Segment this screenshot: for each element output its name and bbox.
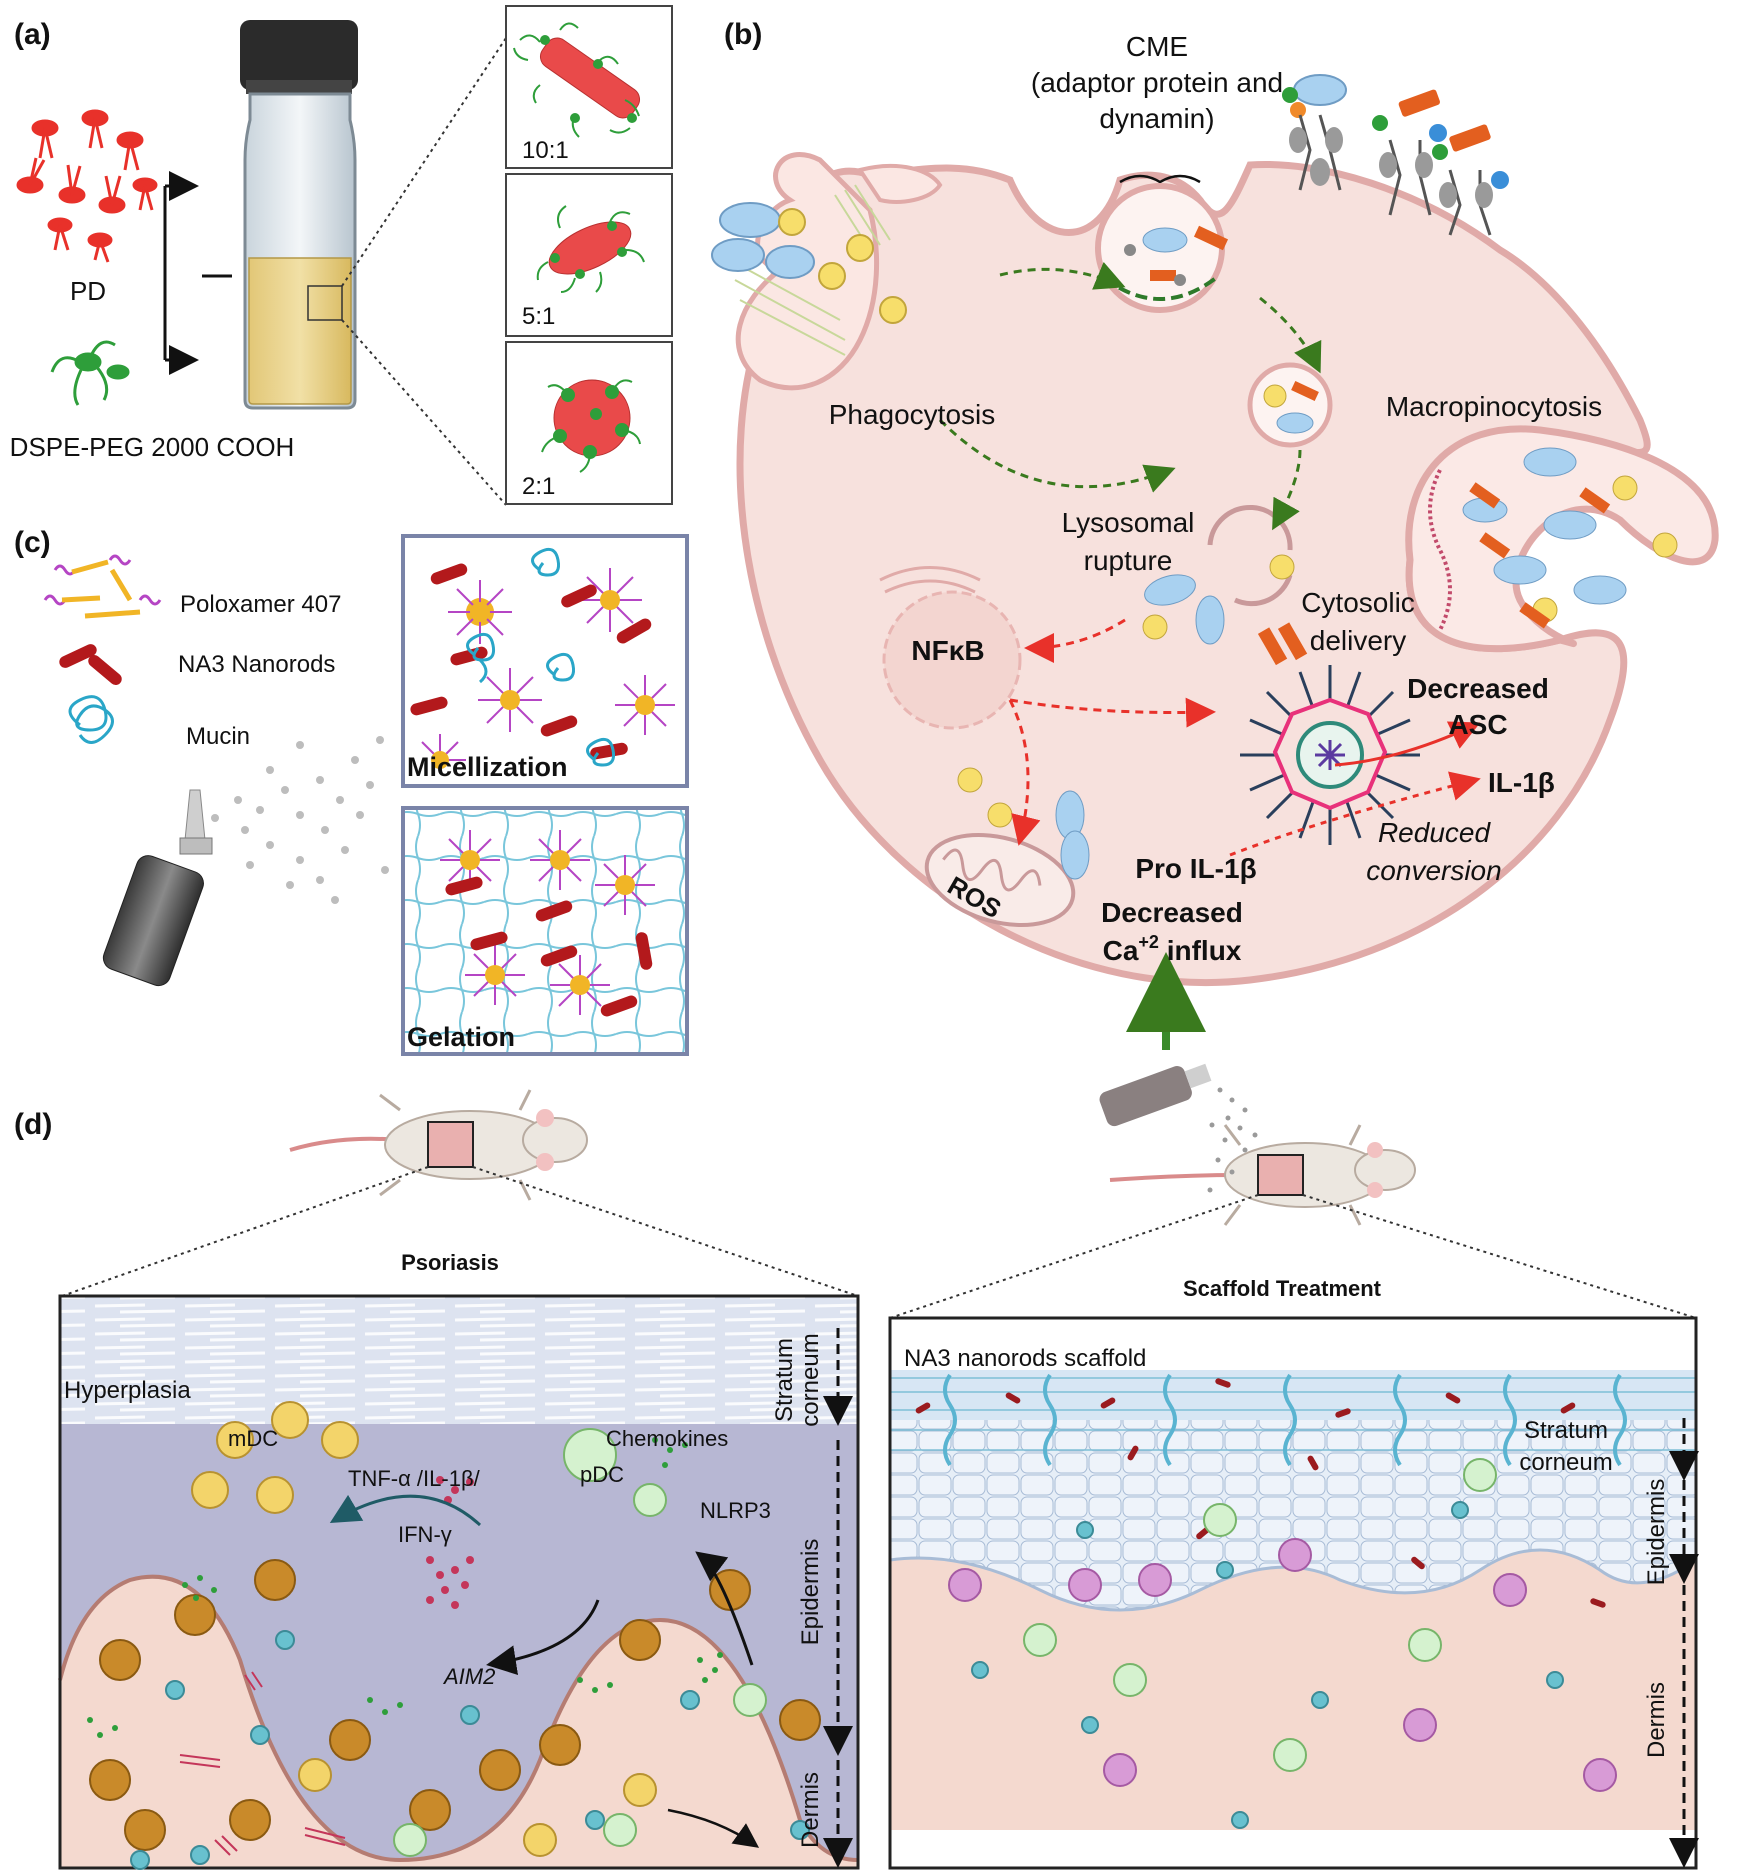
mdc-label: mDC [228,1426,278,1451]
cytosolic-label-line2: delivery [1310,625,1406,656]
ps-stratum-line1: Stratum [771,1338,798,1422]
nfkb-label: NFκB [911,635,984,666]
pd-label: PD [70,276,106,306]
decreased-asc-line2: ASC [1448,709,1507,740]
ps-stratum-line2: corneum [797,1333,824,1426]
ca-superscript: +2 [1138,932,1159,952]
scaffold-label: NA3 nanorods scaffold [904,1345,1146,1372]
sc-epidermis-label: Epidermis [1643,1479,1670,1586]
ratio-box-2-1: 2:1 [505,341,673,505]
ratio-box-10-1: 10:1 [505,5,673,169]
zoom-lines [341,37,507,506]
macropinosome-contents [1428,447,1678,631]
panel-c: (c) Poloxamer 407 NA3 Nanorods Mucin [14,526,689,1056]
scaffold-title: Scaffold Treatment [1183,1276,1382,1301]
psoriasis-cells [87,1401,821,1870]
sc-stratum-line1: Stratum [1524,1417,1608,1444]
ca-suffix: influx [1159,935,1242,966]
ratio-label: 10:1 [522,137,569,164]
ps-dermis-label: Dermis [797,1772,824,1848]
mix-bracket-arrows [163,171,232,375]
macropinocytosis-ruffle [1405,425,1719,653]
panel-d: (d) [14,1063,1699,1870]
micelles [421,568,675,769]
panel-a: (a) PD DSPE-PEG 2000 COOH [10,5,673,506]
scaffold-tissue [888,1316,1698,1870]
panel-b: (b) [711,18,1719,1050]
endosome [1247,362,1333,448]
micellization-label: Micellization [407,752,568,782]
pathway-arrows [938,261,1481,1050]
decreased-ca-line1: Decreased [1101,897,1243,928]
panel-d-label: (d) [14,1108,52,1141]
aim2-label: AIM2 [442,1664,495,1689]
ca-prefix: Ca [1103,935,1139,966]
cme-label-line1: CME [1126,31,1188,62]
legend-mucin: Mucin [186,723,250,750]
reduced-line2: conversion [1366,855,1501,886]
pro-il1b-label: Pro IL-1β [1135,853,1256,884]
nfkb-organelle [879,566,1022,730]
decreased-asc-line1: Decreased [1407,673,1549,704]
ratio-label: 5:1 [522,303,555,330]
mouse-psoriasis-icon [289,1089,588,1201]
il1b-label: IL-1β [1488,767,1555,798]
psoriasis-title: Psoriasis [401,1250,499,1275]
cme-label-line3: dynamin) [1099,103,1214,134]
sc-stratum-line2: corneum [1519,1449,1612,1476]
reduced-line1: Reduced [1378,817,1492,848]
nasal-spray-bottle-icon [102,736,389,987]
nlrp3-label: NLRP3 [700,1498,771,1523]
cme-label-line2: (adaptor protein and [1031,67,1283,98]
dspe-label: DSPE-PEG 2000 COOH [10,432,295,462]
panel-b-label: (b) [724,18,762,51]
legend-nanorods: NA3 Nanorods [178,651,335,678]
poloxamer-legend-icon [43,554,162,619]
extracellular-nanoparticles [711,202,907,324]
pd-molecules-icon [16,109,158,263]
legend-poloxamer: Poloxamer 407 [180,591,341,618]
mitochondrion-icon [924,767,1090,927]
panel-c-label: (c) [14,526,51,559]
inflammasome-icon [1240,665,1420,845]
mucin-legend-icon [68,695,114,744]
hyperplasia-label: Hyperplasia [64,1377,191,1404]
micellization-box: Micellization [401,534,689,788]
cytosolic-label-line1: Cytosolic [1301,587,1415,618]
ruptured-lysosome [1142,505,1308,666]
ps-epidermis-label: Epidermis [797,1539,824,1646]
vial-icon [240,20,358,410]
dspe-peg-icon [50,340,130,406]
cme-vesicle [1095,174,1229,313]
ratio-label: 2:1 [522,473,555,500]
ca-influx-label: Ca+2 influx [1103,932,1242,966]
chemokines-label: Chemokines [606,1426,728,1451]
panel-a-label: (a) [14,18,51,51]
phagocytosis-label: Phagocytosis [829,399,996,430]
macropinocytosis-label: Macropinocytosis [1386,391,1602,422]
ratio-box-5-1: 5:1 [505,173,673,337]
panel-d-zoom-lines [61,1166,1697,1319]
mouse-treated-icon [1099,1063,1416,1226]
sc-dermis-label: Dermis [1643,1682,1670,1758]
cytokines-line2: IFN-γ [398,1522,452,1547]
cytokines-line1: TNF-α /IL-1β/ [348,1466,481,1491]
lysosomal-label-line1: Lysosomal [1062,507,1195,538]
pdc-label: pDC [580,1462,624,1487]
psoriasis-arrows [329,1328,853,1868]
receptor-complexes [1282,74,1509,236]
nanorods-legend-icon [59,644,122,685]
lysosomal-label-line2: rupture [1084,545,1173,576]
gelation-label: Gelation [407,1022,515,1052]
gelation-box: Gelation [401,806,689,1056]
gel-micelles [440,830,655,1015]
